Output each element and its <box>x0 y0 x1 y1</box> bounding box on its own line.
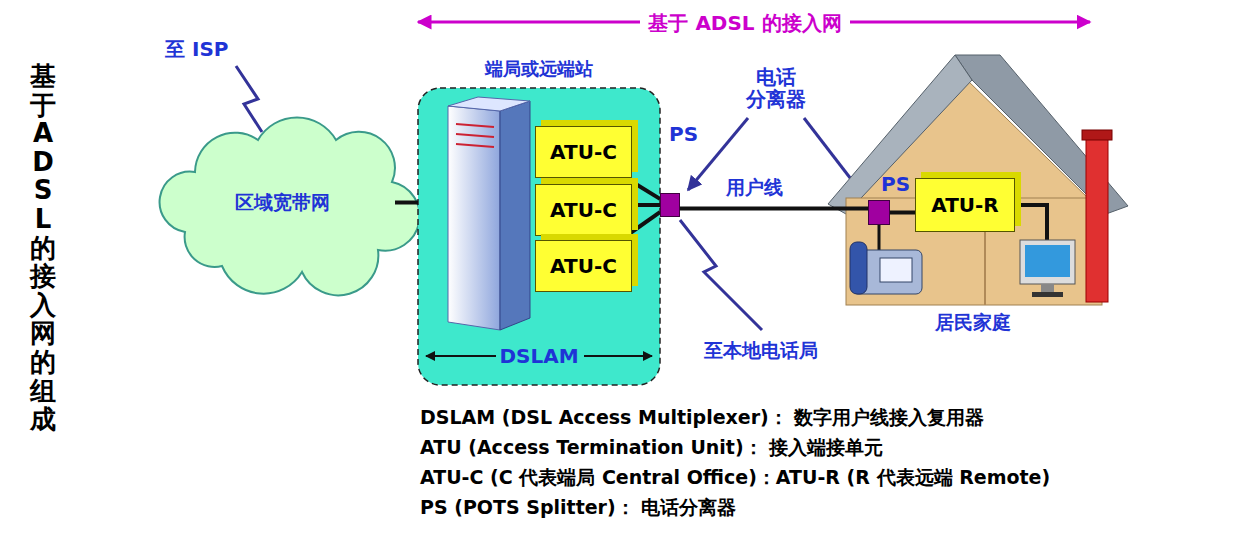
phone-wire <box>878 224 881 250</box>
atu-box: ATU-C <box>535 126 632 178</box>
dslam-box: 端局或远端站DSLAMATU-CATU-CATU-C <box>418 88 660 385</box>
server-stripe <box>456 124 494 127</box>
splitter-box: PS <box>660 193 680 217</box>
wall-line <box>984 230 986 305</box>
atu-box: ATU-C <box>535 184 632 236</box>
node-label: ATU-C <box>550 198 617 222</box>
node-label: 居民家庭 <box>935 310 1011 336</box>
line-connector <box>890 211 915 215</box>
text-label: 至本地电话局 <box>704 338 818 364</box>
dslam-arrow <box>584 355 652 357</box>
server-side <box>500 101 530 330</box>
network-cloud: 区域宽带网 <box>170 150 395 255</box>
node-label: ATU-C <box>550 254 617 278</box>
line-connector <box>680 207 868 211</box>
monitor <box>1020 240 1075 284</box>
text-label: ATU-C (C 代表端局 Central Office)：ATU-R (R 代… <box>420 465 1050 491</box>
server-top <box>448 97 530 111</box>
phone-handset <box>850 242 867 294</box>
chimney-cap <box>1082 130 1112 140</box>
atu-box: ATU-C <box>535 240 632 292</box>
line-connector <box>632 203 660 207</box>
node-label: DSLAM <box>499 344 578 368</box>
server-stripe <box>456 134 494 137</box>
cloud-shape <box>160 117 420 295</box>
node-label: 区域宽带网 <box>235 190 330 216</box>
atu-box: ATU-R <box>915 178 1015 232</box>
text-label: DSLAM (DSL Access Multiplexer)： 数字用户线接入复… <box>420 405 984 431</box>
pc-wire <box>1015 205 1047 240</box>
dslam-arrow <box>426 355 496 357</box>
node-label: ATU-R <box>931 193 999 217</box>
text-label: 电话 分离器 <box>743 66 809 110</box>
dslam-region <box>418 88 660 385</box>
server-stripe <box>456 144 494 147</box>
lightning-line <box>680 220 762 330</box>
monitor-base <box>1032 292 1063 297</box>
splitter-box: PS <box>868 200 890 225</box>
node-label: PS <box>669 122 698 146</box>
line-connector <box>395 201 418 205</box>
lightning-line <box>236 66 262 132</box>
text-label: ATU (Access Termination Unit)： 接入端接单元 <box>420 435 883 461</box>
edge-label: 用户线 <box>726 175 783 201</box>
monitor-stand <box>1041 284 1054 292</box>
phone-keypad <box>880 258 912 282</box>
text-label: 至 ISP <box>165 36 228 63</box>
node-label: ATU-C <box>550 140 617 164</box>
text-label: PS (POTS Splitter)： 电话分离器 <box>420 495 736 521</box>
monitor-screen <box>1025 245 1070 277</box>
vertical-title: 基于 ADSL 的接入网的组成 <box>30 62 56 434</box>
server-front <box>448 106 500 330</box>
text-label: 基于 ADSL 的接入网 <box>640 10 849 37</box>
chimney <box>1086 138 1108 302</box>
node-label: 端局或远端站 <box>485 57 593 81</box>
house: 居民家庭PSATU-R <box>835 60 1110 305</box>
node-label: PS <box>881 172 910 196</box>
